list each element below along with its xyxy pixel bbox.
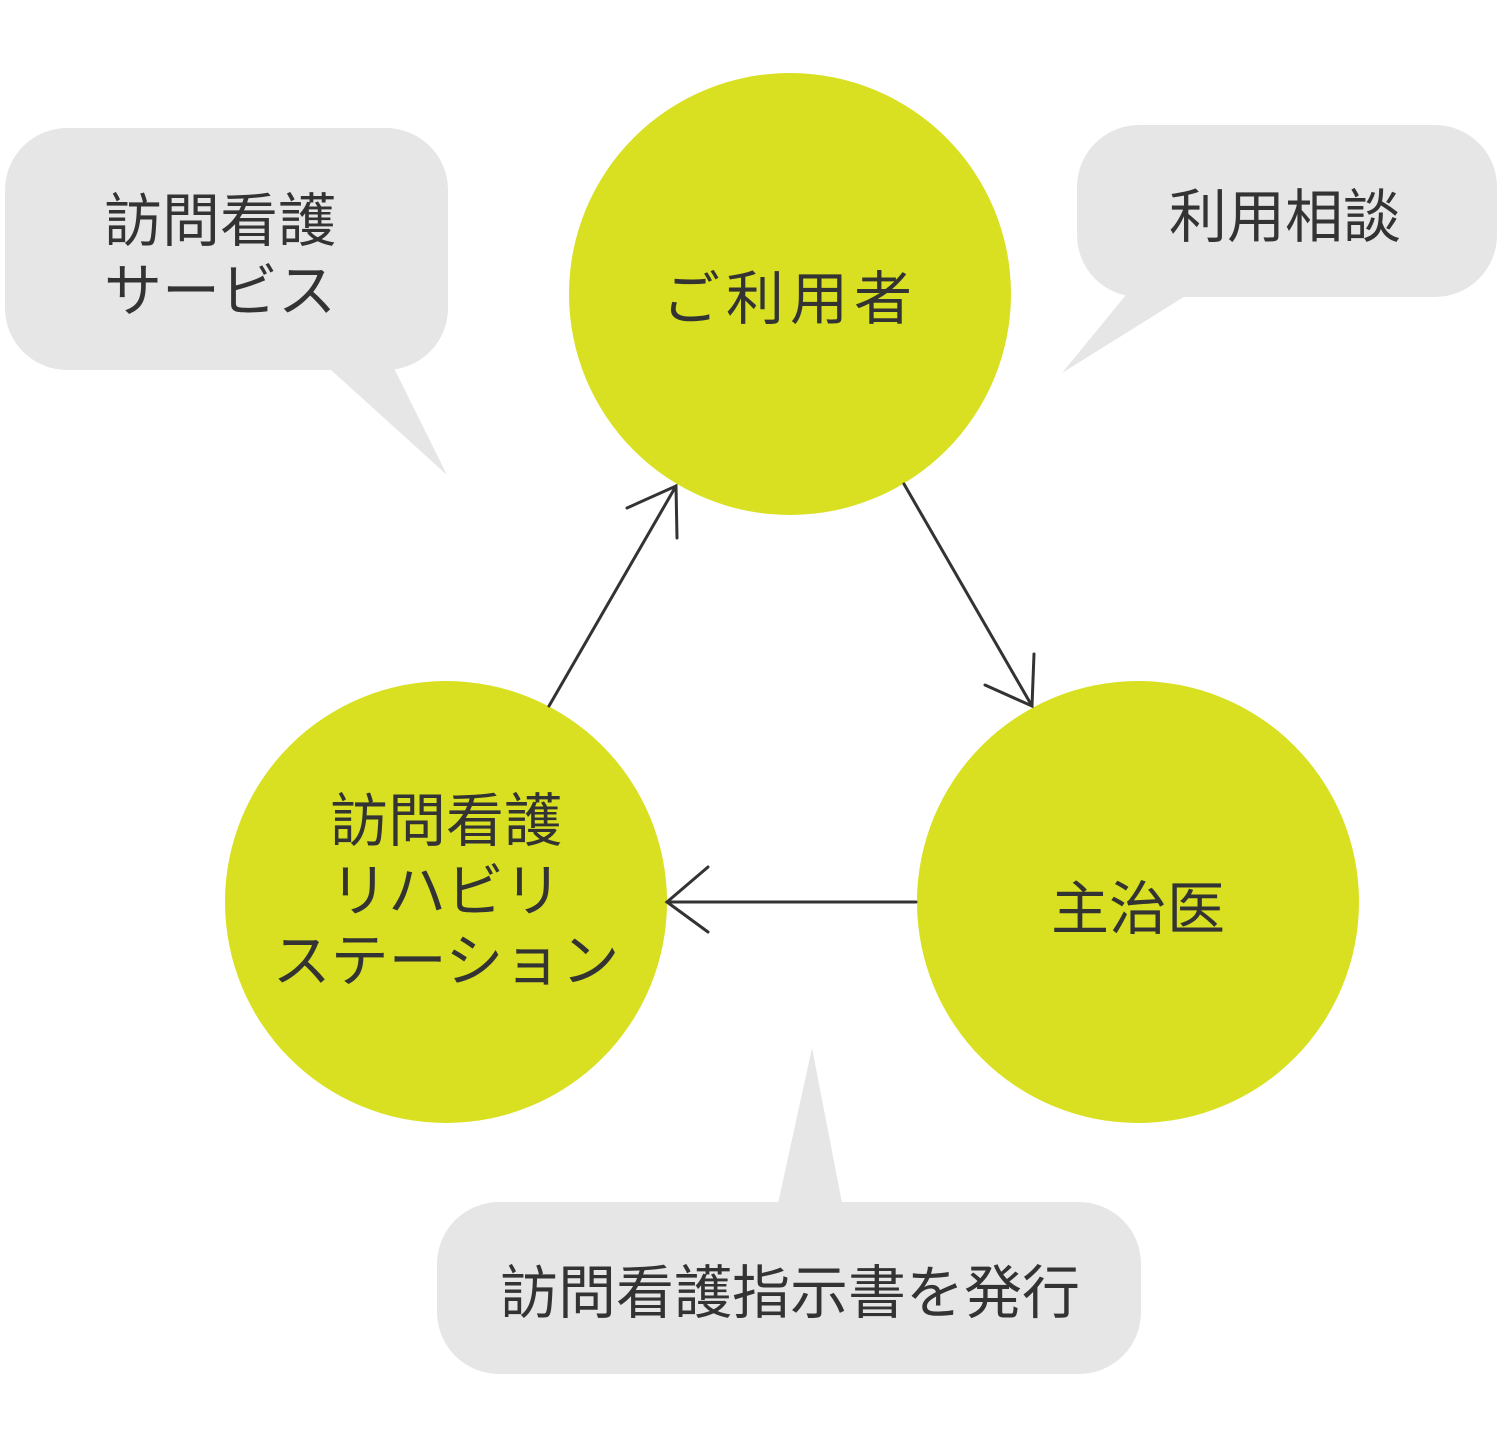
node-station-label: 訪問看護 リハビリ ステーション (272, 787, 620, 995)
node-doctor-circle (917, 681, 1359, 1123)
bubble-instruction (437, 1048, 1141, 1374)
arrow-doctor-to-station (664, 865, 918, 934)
bubble-service (5, 128, 448, 475)
bubble-consult-label: 利用相談 (1168, 183, 1401, 251)
arrow-station-to-user (547, 483, 679, 708)
node-station-circle (225, 681, 667, 1123)
node-user-circle (569, 73, 1011, 515)
node-doctor-label: 主治医 (1050, 875, 1225, 943)
bubble-instruction-label: 訪問看護指示書を発行 (499, 1259, 1080, 1327)
bubble-consult (1062, 125, 1497, 373)
bubble-service-label: 訪問看護 サービス (103, 187, 336, 325)
node-user-label: ご利用者 (661, 265, 918, 333)
arrow-user-to-doctor (902, 482, 1036, 709)
